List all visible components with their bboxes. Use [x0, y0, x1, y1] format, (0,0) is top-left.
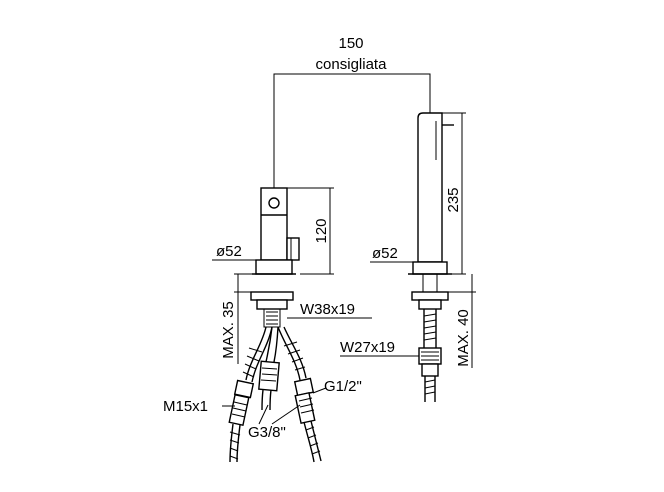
spacing-value: 150 — [338, 35, 363, 52]
mixer-hoses — [228, 326, 322, 463]
spacing-dimension: 150 consigliata — [273, 35, 431, 188]
spout-nut-dimension: W27x19 — [340, 339, 419, 357]
mixer-height-dimension: 120 — [287, 187, 334, 275]
mixer-max-thickness-label: MAX. 35 — [220, 301, 237, 359]
mixer-diameter-dimension: ø52 — [212, 243, 256, 261]
spacing-note: consigliata — [316, 56, 388, 73]
hose-m15-label: M15x1 — [163, 398, 208, 415]
spout-diameter-label: ø52 — [372, 245, 398, 262]
spout-nut-label: W27x19 — [340, 339, 395, 356]
mixer-fixing — [250, 291, 294, 328]
mixer-nut-dimension: W38x19 — [287, 301, 372, 319]
spout-height-label: 235 — [445, 187, 462, 212]
mixer-diameter-label: ø52 — [216, 243, 242, 260]
mixer-height-label: 120 — [313, 218, 330, 243]
spout-diameter-dimension: ø52 — [370, 245, 413, 263]
hose-g12-label: G1/2" — [324, 378, 362, 395]
spout-max-thickness-dimension: MAX. 40 — [448, 274, 476, 368]
mixer-max-thickness-dimension: MAX. 35 — [220, 273, 252, 364]
mixer-body — [252, 187, 300, 275]
spout-fixing — [411, 273, 449, 402]
spout-height-dimension: 235 — [442, 112, 466, 275]
hose-labels: M15x1 G1/2" G3/8" — [163, 378, 362, 441]
spout-max-thickness-label: MAX. 40 — [455, 309, 472, 367]
hose-g38-label: G3/8" — [248, 424, 286, 441]
mixer-nut-label: W38x19 — [300, 301, 355, 318]
